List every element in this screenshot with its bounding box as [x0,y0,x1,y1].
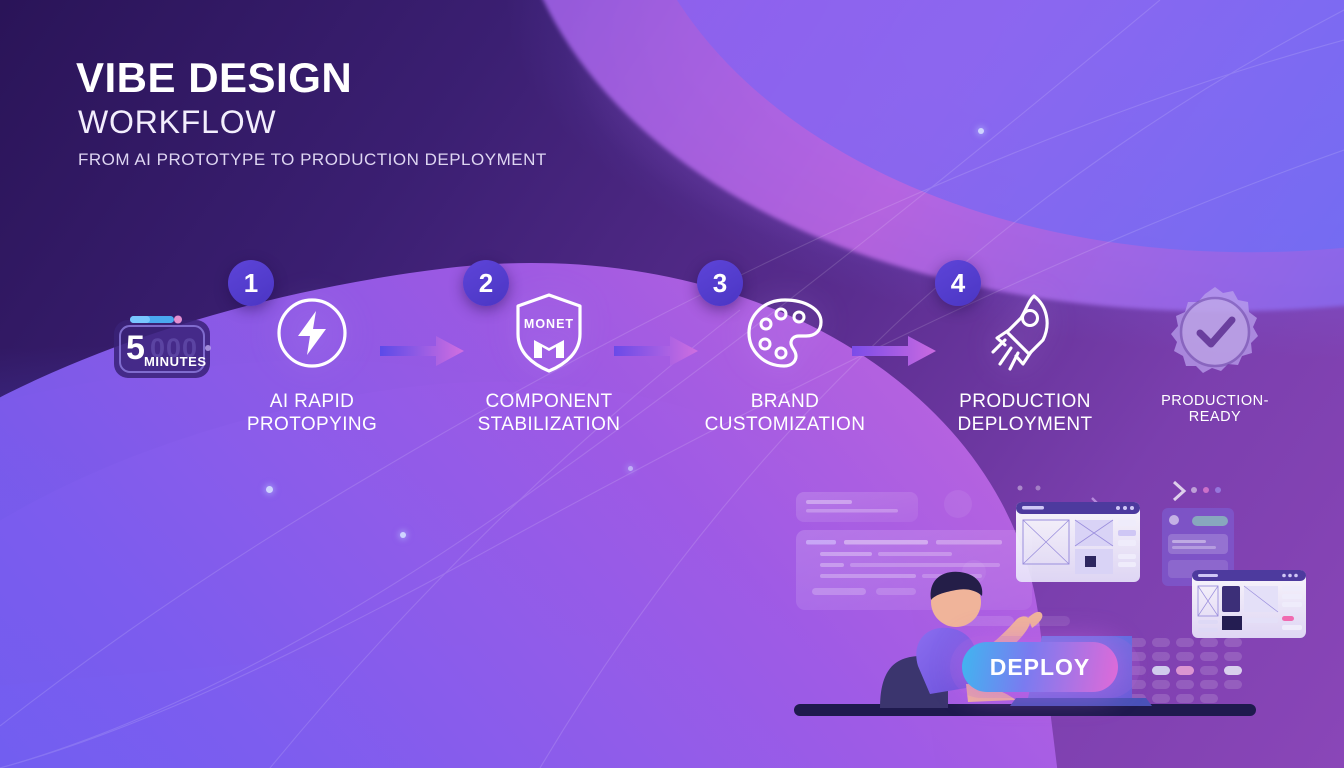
browser-mockup-wireframe [1016,502,1140,582]
key-grid [1128,638,1242,703]
step-number-badge: 4 [935,260,981,306]
shield-brand-text: MONET [524,317,574,331]
step-number: 4 [950,267,966,298]
timer-badge: 000 5 MINUTES [112,314,212,380]
hair [930,571,983,600]
developer-illustration: DEPLOY [780,470,1320,730]
production-ready-badge: PRODUCTION-READY [1140,284,1290,425]
step-number-badge: 2 [463,260,509,306]
rocket-icon [982,290,1068,376]
step-number: 2 [478,267,494,298]
spark-dot [628,466,633,471]
step-number: 1 [243,267,259,298]
step-label: BRAND CUSTOMIZATION [704,391,866,436]
step-number: 3 [712,267,728,298]
chat-panel [1162,508,1234,586]
check-seal-icon [1171,287,1258,373]
timer-unit: MINUTES [144,354,207,369]
workflow-row: 000 5 MINUTES 1 AI RAPID PROTOPYING [0,260,1344,462]
step-number-badge: 1 [228,260,274,306]
production-ready-label: PRODUCTION-READY [1161,393,1269,425]
step-label: COMPONENT STABILIZATION [477,391,621,436]
arrow-step-3-to-4 [850,334,938,368]
page-tagline: FROM AI PROTOTYPE TO PRODUCTION DEPLOYME… [78,150,547,170]
arrow-step-2-to-3 [612,334,700,368]
header-block: VIBE DESIGN WORKFLOW FROM AI PROTOTYPE T… [76,54,547,170]
step-number-badge: 3 [697,260,743,306]
step-label: AI RAPID PROTOPYING [246,391,378,436]
code-panel-small [796,492,918,522]
page-title: VIBE DESIGN [76,54,353,101]
spark-dot [400,532,406,538]
deploy-button-label: DEPLOY [989,653,1091,680]
code-panel-large [796,530,1032,610]
palette-icon [742,290,828,376]
timer-value: 5 [126,329,145,367]
page-subtitle: WORKFLOW [78,104,277,141]
arrow-step-1-to-2 [378,334,466,368]
spark-dot [978,128,984,134]
pointing-finger [1028,611,1043,628]
spark-dot [266,486,273,493]
deploy-button[interactable]: DEPLOY [962,642,1118,692]
shield-monet-icon: MONET [506,290,592,376]
timer-ghost-digits: 000 [150,333,199,363]
torso [916,627,976,694]
dashboard-mockup [1192,570,1306,638]
step-label: PRODUCTION DEPLOYMENT [957,391,1093,436]
lightning-bolt-icon [269,290,355,376]
